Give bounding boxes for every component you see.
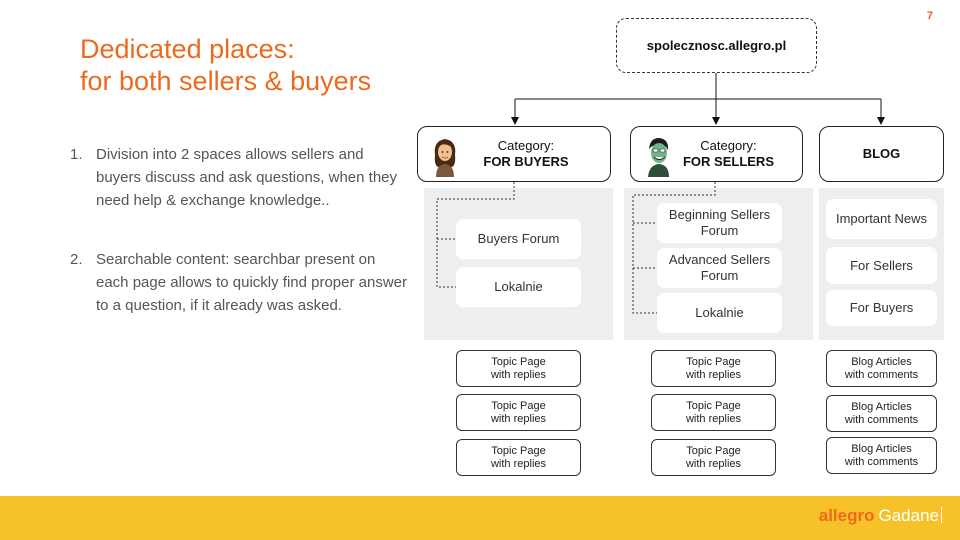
list-item-text: Searchable content: searchbar present on… [96, 251, 408, 314]
topic-line2: with replies [685, 368, 742, 381]
topic-line2: with comments [844, 368, 919, 381]
advanced-sellers-forum-box: Advanced Sellers Forum [657, 248, 782, 288]
topic-line1: Topic Page [491, 355, 546, 368]
topic-line1: Topic Page [491, 444, 546, 457]
brand-divider [941, 507, 942, 523]
topic-line1: Topic Page [686, 444, 741, 457]
brand-sub: Gadane [878, 506, 940, 525]
category-buyers-label: Category: FOR BUYERS [483, 138, 568, 170]
topic-line2: with replies [490, 368, 547, 381]
topic-line1: Topic Page [686, 399, 741, 412]
category-blog-label: BLOG [862, 146, 901, 161]
brand-main: allegro [818, 506, 875, 525]
category-buyers-line2: FOR BUYERS [483, 154, 569, 169]
slide-title: Dedicated places: for both sellers & buy… [80, 33, 420, 97]
category-sellers-label: Category: FOR SELLERS [683, 138, 774, 170]
topic-line2: with replies [685, 412, 742, 425]
blog-for-buyers-box: For Buyers [826, 290, 937, 326]
category-buyers-box: Category: FOR BUYERS [417, 126, 611, 182]
list-item-number: 2. [70, 251, 83, 268]
topic-line2: with replies [490, 457, 547, 470]
sellers-lokalnie-box: Lokalnie [657, 293, 782, 333]
topic-line2: with comments [844, 413, 919, 426]
topic-line2: with replies [490, 412, 547, 425]
category-blog-box: BLOG [819, 126, 944, 182]
buyers-forum-box: Buyers Forum [456, 219, 581, 259]
topic-line1: Blog Articles [851, 355, 912, 368]
topic-line1: Blog Articles [851, 400, 912, 413]
topic-line1: Topic Page [491, 399, 546, 412]
bullet-list: 1. Division into 2 spaces allows sellers… [70, 143, 410, 353]
title-line-2: for both sellers & buyers [80, 66, 372, 96]
buyer-avatar-icon [434, 139, 456, 177]
list-item-number: 1. [70, 146, 83, 163]
beginning-sellers-forum-box: Beginning Sellers Forum [657, 203, 782, 243]
page-number: 7 [926, 10, 933, 22]
buyers-panel [424, 188, 613, 340]
title-line-1: Dedicated places: [80, 34, 295, 64]
root-site-label: spolecznosc.allegro.pl [646, 37, 787, 53]
root-site-box: spolecznosc.allegro.pl [616, 18, 817, 73]
category-sellers-line2: FOR SELLERS [682, 154, 774, 169]
blog-for-sellers-box: For Sellers [826, 247, 937, 284]
list-item: 1. Division into 2 spaces allows sellers… [70, 143, 410, 212]
important-news-box: Important News [826, 199, 937, 239]
topic-line1: Topic Page [686, 355, 741, 368]
topic-line2: with comments [844, 455, 919, 468]
topic-line1: Blog Articles [851, 442, 912, 455]
list-item: 2. Searchable content: searchbar present… [70, 248, 410, 317]
list-item-text: Division into 2 spaces allows sellers an… [96, 146, 398, 209]
category-sellers-line1: Category: [700, 138, 757, 153]
buyers-lokalnie-box: Lokalnie [456, 267, 581, 307]
topic-line2: with replies [685, 457, 742, 470]
category-sellers-box: Category: FOR SELLERS [630, 126, 803, 182]
category-buyers-line1: Category: [497, 138, 555, 153]
seller-avatar-icon [648, 138, 669, 177]
